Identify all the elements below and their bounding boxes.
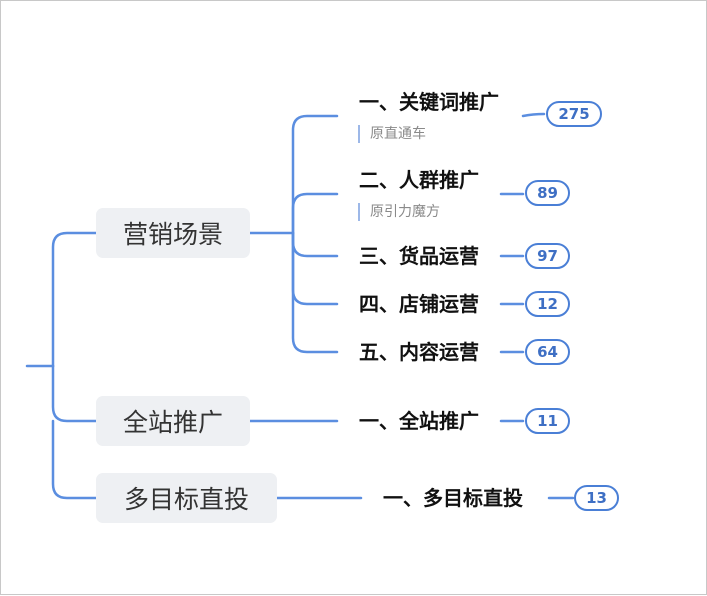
category-label: 营销场景: [122, 220, 223, 249]
branch-keyword: [291, 114, 339, 235]
count-badge-keyword[interactable]: 275: [546, 101, 602, 127]
trunk-to-fullsite: [51, 364, 98, 423]
branch-content: [291, 231, 339, 354]
category-label: 全站推广: [122, 408, 223, 437]
item-note-crowd: 原引力魔方: [358, 203, 440, 221]
item-node-multitarget-delivery[interactable]: 一、多目标直投: [383, 486, 523, 510]
item-node-goods-operation[interactable]: 三、货品运营: [359, 244, 479, 268]
category-label: 多目标直投: [123, 485, 249, 514]
category-node-fullsite[interactable]: 全站推广: [96, 396, 250, 446]
item-node-shop-operation[interactable]: 四、店铺运营: [359, 292, 479, 316]
trunk-to-multitarget: [51, 419, 98, 500]
count-badge-fullsite[interactable]: 11: [525, 408, 570, 434]
badge-connector-keyword: [521, 112, 546, 118]
trunk-to-marketing: [51, 231, 98, 368]
item-node-keyword-promotion[interactable]: 一、关键词推广: [359, 90, 499, 114]
count-badge-multitarget[interactable]: 13: [574, 485, 619, 511]
count-badge-content[interactable]: 64: [525, 339, 570, 365]
count-badge-crowd[interactable]: 89: [525, 180, 570, 206]
branch-shop: [291, 231, 339, 306]
item-note-keyword: 原直通车: [358, 125, 426, 143]
category-node-multitarget[interactable]: 多目标直投: [96, 473, 277, 523]
item-node-content-operation[interactable]: 五、内容运营: [359, 340, 479, 364]
category-node-marketing[interactable]: 营销场景: [96, 208, 250, 258]
branch-goods: [291, 231, 339, 258]
branch-crowd: [291, 192, 339, 235]
count-badge-goods[interactable]: 97: [525, 243, 570, 269]
count-badge-shop[interactable]: 12: [525, 291, 570, 317]
item-node-crowd-promotion[interactable]: 二、人群推广: [359, 168, 479, 192]
item-node-fullsite-promotion[interactable]: 一、全站推广: [359, 409, 479, 433]
